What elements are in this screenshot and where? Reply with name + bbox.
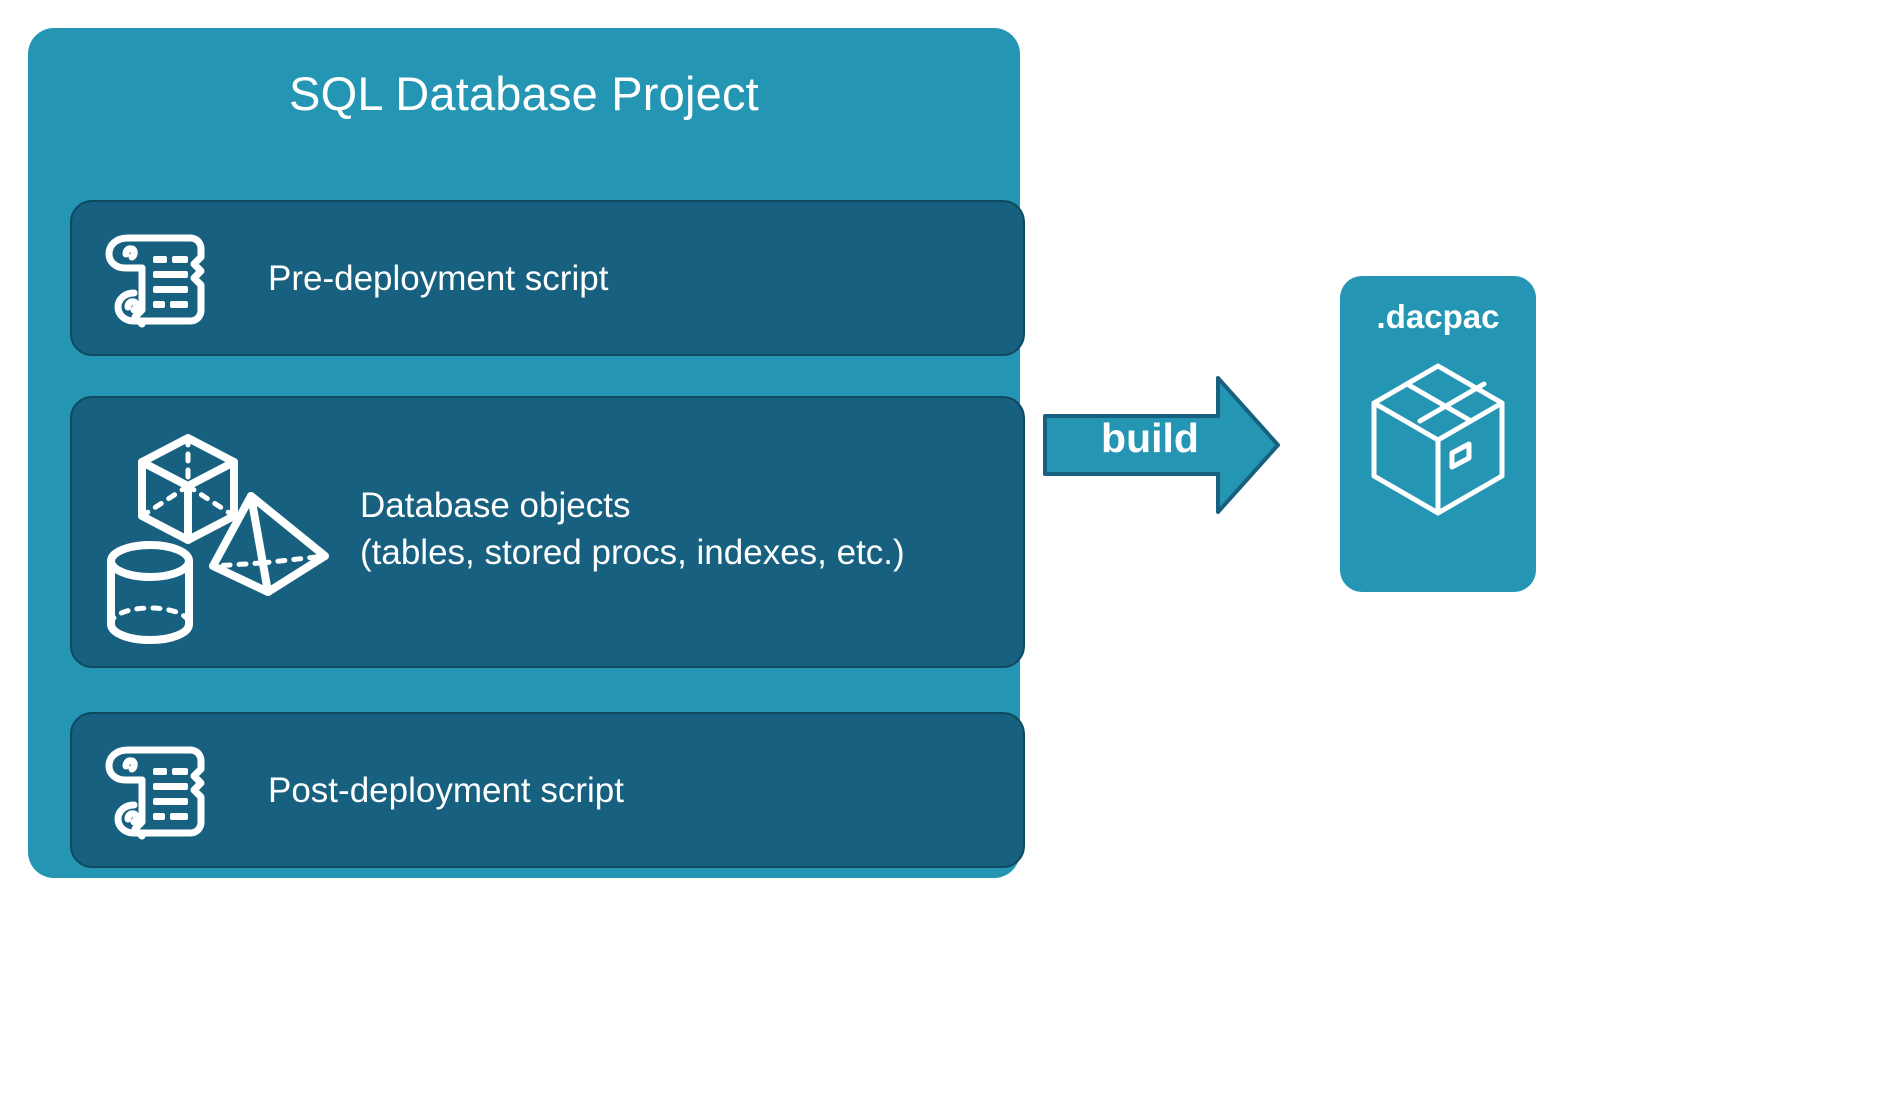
pre-deployment-script-card[interactable]: Pre-deployment script <box>70 200 1025 356</box>
dacpac-output-card[interactable]: .dacpac <box>1340 276 1536 592</box>
scroll-icon <box>98 224 216 336</box>
dacpac-label: .dacpac <box>1376 298 1500 335</box>
build-arrow-label: build <box>1101 415 1199 461</box>
post-deployment-script-label: Post-deployment script <box>268 771 624 810</box>
3d-shapes-icon <box>88 416 338 651</box>
package-box-icon <box>1364 358 1512 518</box>
pre-deployment-script-label: Pre-deployment script <box>268 259 609 298</box>
sql-database-project-panel: SQL Database Project <box>28 28 1025 878</box>
scroll-icon <box>98 736 216 848</box>
post-deployment-script-card[interactable]: Post-deployment script <box>70 712 1025 868</box>
database-objects-card[interactable]: Database objects (tables, stored procs, … <box>70 396 1025 668</box>
project-title: SQL Database Project <box>289 67 759 120</box>
database-objects-label: Database objects (tables, stored procs, … <box>360 486 905 572</box>
build-arrow-icon <box>1042 370 1282 520</box>
